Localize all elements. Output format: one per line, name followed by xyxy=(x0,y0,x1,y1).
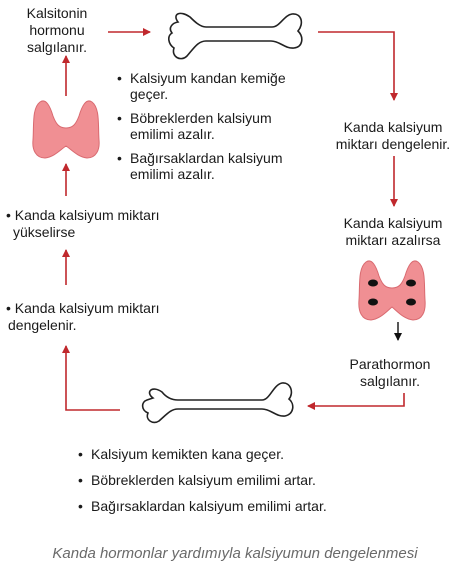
parathormone-effects-list: Kalsiyum kemikten kana geçer. Böbreklerd… xyxy=(78,446,327,524)
calcitonin-secreted-label: Kalsitonin hormonu salgılanır. xyxy=(26,5,88,55)
arrow-bone-to-balance-left xyxy=(62,345,120,411)
calcitonin-effect: Bağırsaklardan kalsiyum emilimi azalır. xyxy=(117,150,286,182)
balance-left-label: • Kanda kalsiyum miktarı dengelenir. xyxy=(6,300,160,333)
parathormone-secreted-label: Parathormon salgılanır. xyxy=(349,356,431,389)
calcium-rises-label: • Kanda kalsiyum miktarı yükselirse xyxy=(6,207,160,240)
thyroid-gland-right xyxy=(358,260,426,321)
thyroid-gland-left xyxy=(32,100,100,159)
figure-caption: Kanda hormonlar yardımıyla kalsiyumun de… xyxy=(52,545,418,562)
calcitonin-effect: Böbreklerden kalsiyum emilimi azalır. xyxy=(117,110,286,142)
parathyroid-dot xyxy=(368,279,378,287)
parathormone-effect: Bağırsaklardan kalsiyum emilimi artar. xyxy=(78,498,327,514)
bone-top xyxy=(168,12,303,60)
balance-right-label: Kanda kalsiyum miktarı dengelenir. xyxy=(335,119,451,152)
calcitonin-effects-list: Kalsiyum kandan kemiğe geçer. Böbreklerd… xyxy=(117,70,286,190)
arrow-parathormone-to-bone xyxy=(307,393,405,410)
parathyroid-dot xyxy=(406,298,416,306)
arrow-bone-to-balance-right xyxy=(318,31,398,101)
calcitonin-effect: Kalsiyum kandan kemiğe geçer. xyxy=(117,70,286,102)
bone-bottom xyxy=(141,382,294,424)
parathormone-effect: Böbreklerden kalsiyum emilimi artar. xyxy=(78,472,327,488)
parathyroid-dot xyxy=(406,279,416,287)
parathyroid-dot xyxy=(368,298,378,306)
parathormone-effect: Kalsiyum kemikten kana geçer. xyxy=(78,446,327,462)
calcium-drops-label: Kanda kalsiyum miktarı azalırsa xyxy=(343,215,443,248)
